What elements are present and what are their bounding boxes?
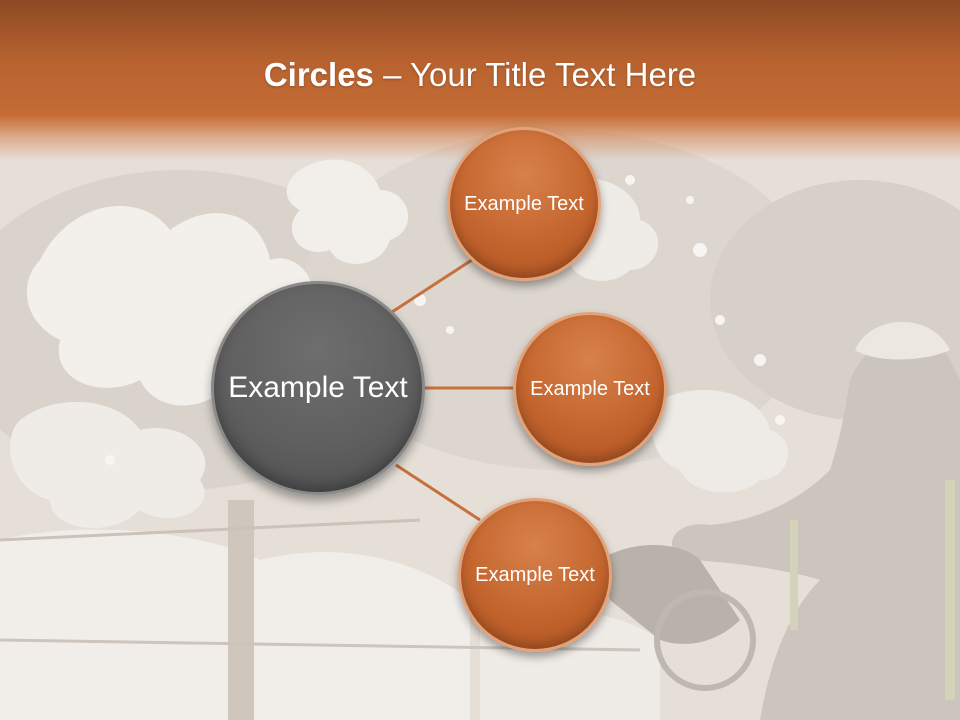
title-bold-part: Circles xyxy=(263,56,374,93)
node-circle-1[interactable]: Example Text xyxy=(447,127,601,281)
node-circle-label: Example Text xyxy=(475,564,595,586)
connector-to-node-1 xyxy=(391,254,479,314)
title-regular-part: – Your Title Text Here xyxy=(373,56,697,93)
node-circle-2[interactable]: Example Text xyxy=(513,312,667,466)
title-band xyxy=(0,0,960,160)
node-circle-3[interactable]: Example Text xyxy=(458,498,612,652)
connector-to-node-3 xyxy=(395,463,481,522)
center-circle[interactable]: Example Text xyxy=(211,281,425,495)
slide-title: Circles – Your Title Text Here xyxy=(0,52,960,98)
node-circle-label: Example Text xyxy=(464,193,584,215)
center-circle-label: Example Text xyxy=(228,371,408,404)
node-circle-label: Example Text xyxy=(530,378,650,400)
